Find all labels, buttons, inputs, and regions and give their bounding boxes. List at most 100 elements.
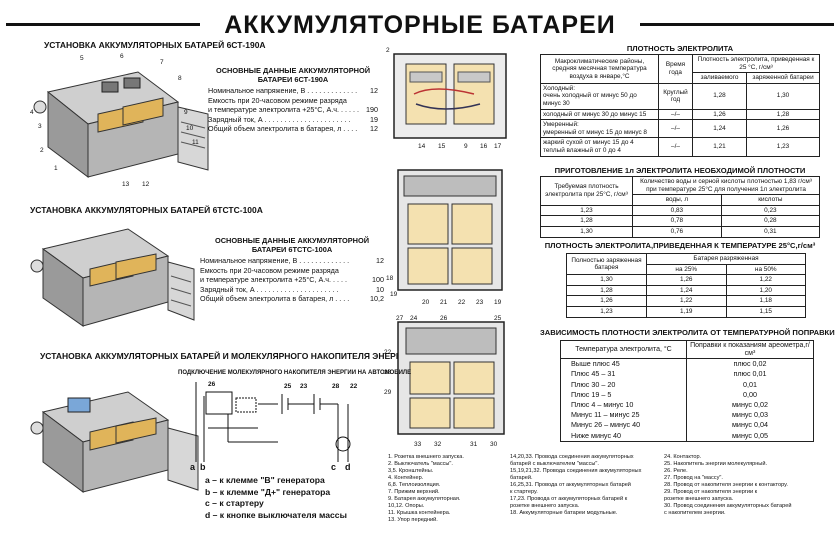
spec-heading: ОСНОВНЫЕ ДАННЫЕ АККУМУЛЯТОРНОЙ	[214, 236, 370, 245]
callout-label: 24	[410, 315, 418, 322]
spec-row: Номинальное напряжение, В . . . . . . . …	[208, 86, 378, 95]
table-row: 1,30 1,26 1,22	[566, 274, 806, 286]
callout-label: 27	[396, 315, 404, 322]
list-item: батарей с выключателем "массы".	[510, 461, 599, 467]
list-item: 25. Накопитель энергии молекулярный.	[664, 461, 768, 467]
table-row: 1,23 1,19 1,15	[566, 305, 806, 318]
callout-label: 19	[494, 299, 502, 306]
list-item: 4. Контейнер.	[388, 475, 424, 481]
battery-installation-illustration-2	[30, 228, 195, 327]
battery-installation-illustration-3	[30, 391, 199, 493]
spec-block-6tsts100a: ОСНОВНЫЕ ДАННЫЕ АККУМУЛЯТОРНОЙ БАТАРЕИ 6…	[200, 236, 384, 304]
list-item: 28. Провод от накопителя энергии к конта…	[664, 482, 788, 488]
table-header: Плотность электролита, приведенная к 25 …	[692, 53, 820, 74]
wiring-label: 23	[300, 383, 308, 390]
terminal-legend: a – к клемме "В" генератора b – к клемме…	[205, 475, 347, 521]
list-item: розетке внешнего запуска.	[664, 496, 734, 502]
callout-label: 28	[384, 369, 392, 376]
callout-label: 7	[160, 59, 164, 66]
callout-label: 10	[186, 125, 194, 132]
prep-table: Требуемая плотность электролита при 25°С…	[540, 175, 821, 238]
spec-row: Номинальное напряжение, В . . . . . . . …	[200, 256, 384, 265]
list-item: 29. Провод от накопителя энергии к	[664, 489, 758, 495]
spec-heading: БАТАРЕИ 6СТ-190А	[257, 75, 329, 84]
tempcorr-table-title: ЗАВИСИМОСТЬ ПЛОТНОСТИ ЭЛЕКТРОЛИТА ОТ ТЕМ…	[540, 328, 835, 337]
list-item: 6,8. Теплоизоляция.	[388, 482, 441, 488]
table-row: Умеренный: умеренный от минус 15 до мину…	[540, 119, 820, 139]
list-item: розетке внешнего запуска.	[510, 503, 580, 509]
density25-table-title: ПЛОТНОСТЬ ЭЛЕКТРОЛИТА,ПРИВЕДЕННАЯ К ТЕМП…	[544, 241, 816, 250]
table-header: воды, л	[632, 194, 722, 206]
wiring-label: 22	[350, 383, 358, 390]
legend-item: a – к клемме "В" генератора	[205, 475, 325, 485]
callout-label: 8	[178, 75, 182, 82]
list-item: 26. Реле.	[664, 468, 688, 474]
density25-table: Полностью заряженная батарея Батарея раз…	[566, 252, 806, 318]
wiring-diagram-title: ПОДКЛЮЧЕНИЕ МОЛЕКУЛЯРНОГО НАКОПИТЕЛЯ ЭНЕ…	[178, 370, 412, 376]
table-row: Холодный: очень холодный от минус 50 до …	[540, 82, 820, 110]
list-item: 11. Крышка контейнера.	[388, 510, 451, 516]
callout-label: 16	[480, 143, 488, 150]
callout-label: 6	[120, 53, 124, 60]
table-row: жаркий сухой от минус 15 до 4 теплый вла…	[540, 137, 820, 157]
section-heading-molecular: УСТАНОВКА АККУМУЛЯТОРНЫХ БАТАРЕЙ И МОЛЕК…	[40, 351, 413, 361]
tempcorr-table: Температура электролита, °С Поправки к п…	[560, 339, 814, 442]
table-header: кислоты	[720, 194, 821, 206]
table-row: 1,28 0,78 0,28	[540, 215, 821, 227]
title-bar: АККУМУЛЯТОРНЫЕ БАТАРЕИ	[0, 10, 840, 40]
list-item: к стартеру.	[510, 489, 538, 495]
wiring-terminal-b: b	[200, 462, 206, 470]
list-item: 1. Розетка внешнего запуска.	[388, 454, 464, 460]
callout-label: 29	[384, 389, 392, 396]
callout-label: 23	[476, 299, 484, 306]
list-item: 13. Упор передний.	[388, 517, 438, 523]
table-row: Плюс 19 – 5 0,00	[560, 389, 814, 400]
wiring-diagram: 26 25 23 28 22 a b c d	[190, 381, 358, 470]
list-item: 14,20,33. Провода соединения аккумулятор…	[510, 454, 634, 460]
list-item: 18. Аккумуляторные батареи модульные.	[510, 510, 618, 516]
table-header: Макроклиматические районы, средняя месяч…	[540, 54, 659, 84]
callout-label: 33	[414, 441, 422, 448]
callout-label: 5	[80, 55, 84, 62]
parts-list-col1: 1. Розетка внешнего запуска. 2. Выключат…	[388, 454, 464, 524]
list-item: 16,25,31. Провода от аккумуляторных бата…	[510, 482, 631, 488]
wiring-label: 28	[332, 383, 340, 390]
legend-item: c – к стартеру	[205, 498, 264, 508]
list-item: 15,19,21,32. Провода соединения аккумуля…	[510, 468, 642, 474]
table-header: Требуемая плотность электролита при 25°С…	[540, 176, 633, 206]
prep-table-title: ПРИГОТОВЛЕНИЕ 1л ЭЛЕКТРОЛИТА НЕОБХОДИМОЙ…	[554, 166, 806, 175]
table-row: Выше плюс 45 плюс 0,02	[560, 358, 814, 370]
table-row: Ниже минус 40 минус 0,05	[560, 430, 814, 442]
table-row: Минус 11 – минус 25 минус 0,03	[560, 410, 814, 421]
wiring-terminal-c: c	[331, 462, 336, 470]
table-row: Минус 26 – минус 40 минус 0,04	[560, 420, 814, 431]
table-header: Полностью заряженная батарея	[566, 252, 647, 276]
callout-label: 25	[494, 315, 502, 322]
spec-row: Емкость при 20-часовом режиме разряда	[200, 265, 339, 275]
table-row: 1,28 1,24 1,20	[566, 284, 806, 297]
parts-list-col2: 14,20,33. Провода соединения аккумулятор…	[510, 454, 641, 517]
callout-label: 13	[122, 181, 130, 188]
spec-heading: ОСНОВНЫЕ ДАННЫЕ АККУМУЛЯТОРНОЙ	[215, 66, 371, 75]
table-row: холодный от минус 30 до минус 15 –/– 1,2…	[540, 108, 820, 121]
table-header: Поправки к показаниям ареометра,г/см³	[686, 339, 814, 360]
list-item: 3,5. Кронштейны.	[388, 468, 434, 474]
spec-row: и температуре электролита +25°С, А.ч. . …	[208, 105, 378, 115]
wiring-terminal-d: d	[345, 462, 351, 470]
section-heading-6st190a: УСТАНОВКА АККУМУЛЯТОРНЫХ БАТАРЕЙ 6СТ-190…	[44, 40, 266, 50]
table-header: на 25%	[646, 263, 727, 276]
list-item: 7. Прижим верхний.	[388, 489, 440, 495]
callout-label: 12	[142, 181, 150, 188]
callout-label: 11	[192, 139, 199, 146]
table-row: Плюс 4 – минус 10 минус 0,02	[560, 400, 814, 411]
callout-label: 31	[470, 441, 478, 448]
table-header: Количество воды и серной кислоты плотнос…	[632, 175, 820, 196]
callout-label: 17	[494, 143, 502, 150]
table-header: на 50%	[725, 263, 806, 276]
battery-cutaway-top-view: 2 14 15 9 16 17	[386, 47, 507, 150]
callout-label: 15	[438, 143, 446, 150]
spec-row: и температуре электролита +25°С, А.ч. . …	[200, 275, 384, 285]
spec-row: Зарядный ток, А . . . . . . . . . . . . …	[208, 114, 378, 124]
spec-row: Зарядный ток, А . . . . . . . . . . . . …	[200, 284, 384, 294]
list-item: 17,23. Провода от аккумуляторных батарей…	[510, 496, 628, 502]
